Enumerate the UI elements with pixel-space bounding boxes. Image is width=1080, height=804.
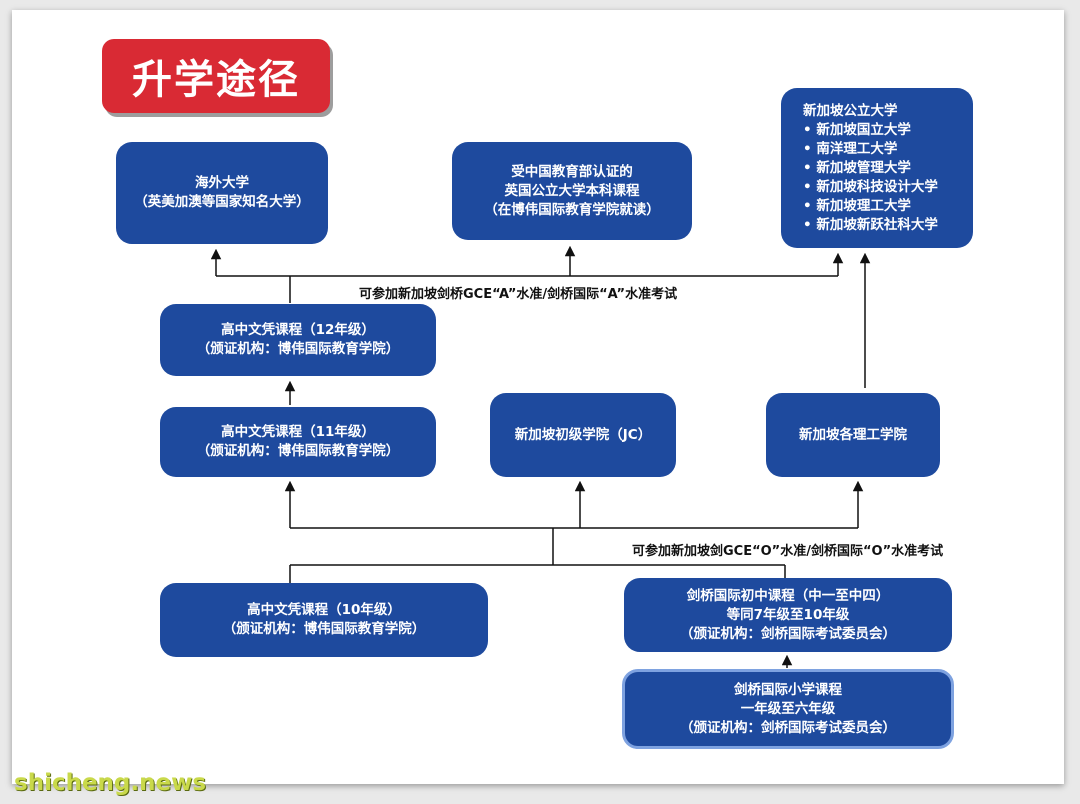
box-polytechnics: 新加坡各理工学院 — [766, 393, 940, 477]
box-line: （颁证机构：剑桥国际考试委员会） — [680, 625, 896, 642]
box-grade-12: 高中文凭课程（12年级） （颁证机构：博伟国际教育学院） — [160, 304, 436, 376]
box-line: 新加坡初级学院（JC） — [514, 426, 652, 443]
box-line: 剑桥国际小学课程 — [734, 681, 842, 698]
box-line: • 南洋理工大学 — [803, 140, 898, 157]
title-badge: 升学途径 — [102, 39, 330, 113]
box-line: 高中文凭课程（10年级） — [247, 602, 401, 618]
box-line: （颁证机构：博伟国际教育学院） — [222, 621, 426, 637]
box-line: • 新加坡国立大学 — [803, 121, 911, 138]
box-line: 剑桥国际初中课程（中一至中四） — [686, 587, 890, 604]
box-line: • 新加坡理工大学 — [803, 197, 911, 214]
box-line: 受中国教育部认证的 — [511, 163, 633, 180]
box-grade-11: 高中文凭课程（11年级） （颁证机构：博伟国际教育学院） — [160, 407, 436, 477]
box-line: 新加坡公立大学 — [803, 102, 898, 119]
box-line: （颁证机构：剑桥国际考试委员会） — [680, 719, 896, 736]
box-uk-university-program: 受中国教育部认证的 英国公立大学本科课程 （在博伟国际教育学院就读） — [452, 142, 692, 240]
box-line: 高中文凭课程（12年级） — [221, 322, 375, 338]
box-line: 新加坡各理工学院 — [799, 426, 907, 443]
box-line: 等同7年级至10年级 — [726, 606, 850, 623]
a-level-exam-note: 可参加新加坡剑桥GCE“A”水准/剑桥国际“A”水准考试 — [355, 283, 682, 302]
box-line: （在博伟国际教育学院就读） — [484, 201, 660, 218]
o-level-exam-note: 可参加新加坡剑GCE“O”水准/剑桥国际“O”水准考试 — [628, 540, 948, 559]
box-line: （颁证机构：博伟国际教育学院） — [196, 341, 400, 357]
box-line: （颁证机构：博伟国际教育学院） — [196, 443, 400, 459]
box-overseas-university: 海外大学 （英美加澳等国家知名大学） — [116, 142, 328, 244]
box-line: （英美加澳等国家知名大学） — [134, 194, 310, 210]
box-line: 海外大学 — [195, 175, 249, 191]
box-singapore-public-universities: 新加坡公立大学 • 新加坡国立大学 • 南洋理工大学 • 新加坡管理大学 • 新… — [781, 88, 973, 248]
box-line: • 新加坡管理大学 — [803, 159, 911, 176]
box-line: 一年级至六年级 — [740, 700, 836, 717]
watermark: shicheng.news — [14, 770, 207, 796]
box-line: • 新加坡新跃社科大学 — [803, 216, 938, 233]
box-line: 英国公立大学本科课程 — [504, 182, 640, 199]
box-line: 高中文凭课程（11年级） — [221, 424, 375, 440]
box-cambridge-primary: 剑桥国际小学课程 一年级至六年级 （颁证机构：剑桥国际考试委员会） — [622, 669, 954, 749]
box-junior-college: 新加坡初级学院（JC） — [490, 393, 676, 477]
box-cambridge-secondary: 剑桥国际初中课程（中一至中四） 等同7年级至10年级 （颁证机构：剑桥国际考试委… — [624, 578, 952, 652]
page-title: 升学途径 — [132, 57, 300, 103]
box-line: • 新加坡科技设计大学 — [803, 178, 938, 195]
box-grade-10: 高中文凭课程（10年级） （颁证机构：博伟国际教育学院） — [160, 583, 488, 657]
